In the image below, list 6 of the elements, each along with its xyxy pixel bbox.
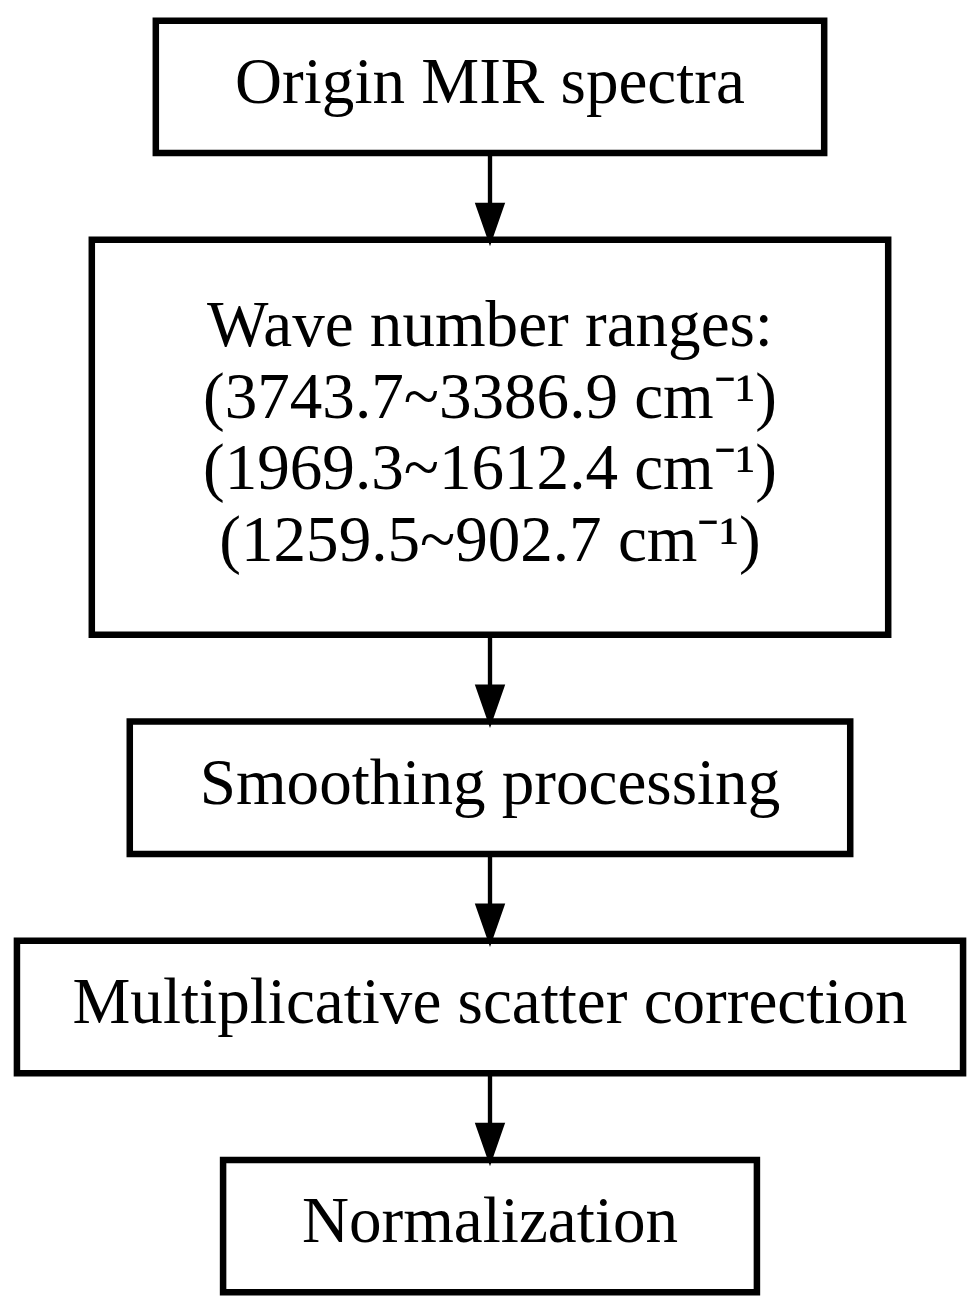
node-box: Normalization	[219, 1156, 761, 1296]
node-box: Multiplicative scatter correction	[13, 937, 967, 1076]
node-box: Origin MIR spectra	[152, 16, 828, 156]
node-box: Smoothing processing	[126, 717, 854, 857]
arrow	[474, 1073, 506, 1166]
node-box: Wave number ranges: (3743.7~3386.9 cm⁻¹) (1969.3~1612.4 cm⁻¹) (1259.5~902.7 cm⁻¹)	[88, 236, 892, 638]
